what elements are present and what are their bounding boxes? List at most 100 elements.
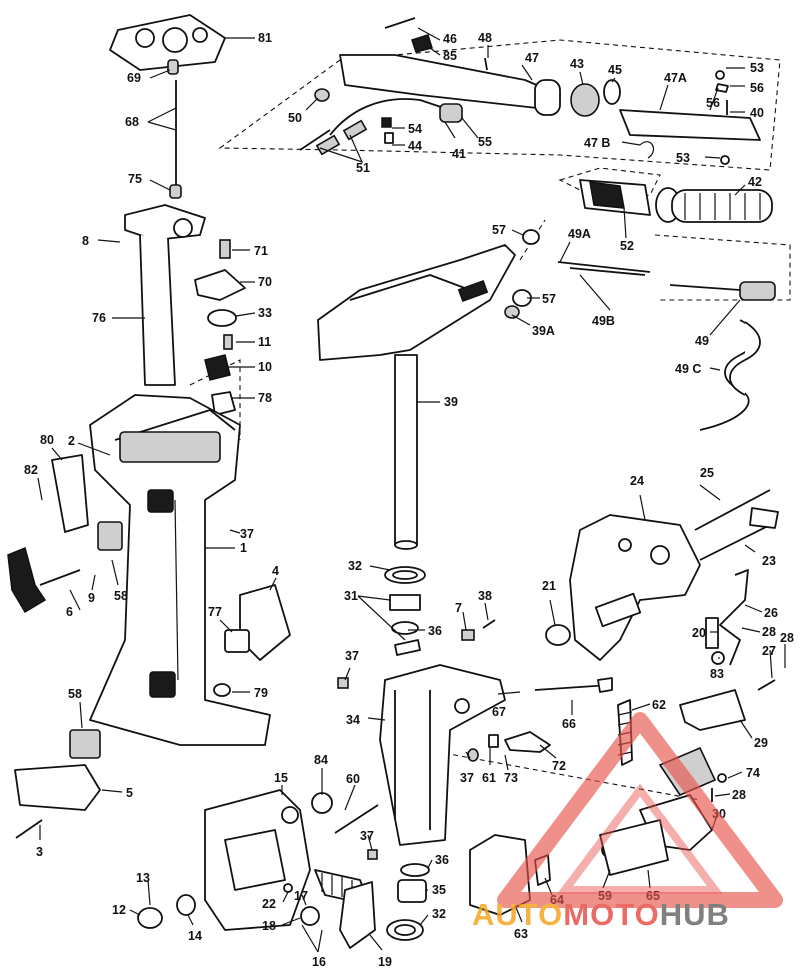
callout-5: 5	[126, 786, 133, 800]
callout-14: 14	[188, 929, 202, 943]
callout-72: 72	[552, 759, 566, 773]
callout-2: 2	[68, 434, 75, 448]
callout-22: 22	[262, 897, 276, 911]
callout-20: 20	[692, 626, 706, 640]
callout-28-a: 28	[762, 625, 776, 639]
callout-13: 13	[136, 871, 150, 885]
callout-9: 9	[88, 591, 95, 605]
callout-11: 11	[258, 335, 271, 349]
callout-39: 39	[444, 395, 458, 409]
callout-50: 50	[288, 111, 302, 125]
callout-63: 63	[514, 927, 528, 941]
callout-31: 31	[344, 589, 358, 603]
watermark-logo: AUTOMOTOHUB	[472, 712, 783, 932]
steering-tube	[394, 354, 418, 550]
callout-53-bottom: 53	[676, 151, 690, 165]
callout-4: 4	[272, 564, 279, 578]
callout-19: 19	[378, 955, 392, 969]
gasket-plate	[109, 14, 226, 71]
callout-49C: 49 C	[675, 362, 701, 376]
callout-69: 69	[127, 71, 141, 85]
callout-81: 81	[258, 31, 272, 45]
callout-54: 54	[408, 122, 422, 136]
leader-lines	[37, 27, 786, 953]
side-covers-left	[7, 454, 123, 839]
callout-12: 12	[112, 903, 126, 917]
callout-15: 15	[274, 771, 288, 785]
callout-37-bracket: 37	[345, 649, 359, 663]
callout-57-lower: 57	[542, 292, 556, 306]
watermark-auto: AUTO	[472, 897, 563, 932]
swivel-bracket-lower	[337, 664, 506, 846]
callout-21: 21	[542, 579, 556, 593]
callout-6: 6	[66, 605, 73, 619]
callout-36-lower: 36	[435, 853, 449, 867]
callout-44: 44	[408, 139, 422, 153]
callout-74: 74	[746, 766, 760, 780]
callout-53-top: 53	[750, 61, 764, 75]
callout-43: 43	[570, 57, 584, 71]
callout-49A: 49A	[568, 227, 591, 241]
callout-33: 33	[258, 306, 272, 320]
svg-text:AUTOMOTOHUB: AUTOMOTOHUB	[472, 897, 730, 932]
stern-bracket-right	[545, 489, 779, 661]
watermark-moto: MOTO	[563, 897, 659, 932]
callout-39A: 39A	[532, 324, 555, 338]
callout-55: 55	[478, 135, 492, 149]
callout-57-top: 57	[492, 223, 506, 237]
callout-17: 17	[294, 889, 308, 903]
small-parts-stack-left	[194, 239, 246, 416]
callout-85: 85	[443, 49, 457, 63]
callout-46: 46	[443, 32, 457, 46]
watermark-hub: HUB	[660, 897, 730, 932]
callout-56-right: 56	[750, 81, 764, 95]
throttle-cable-parts	[299, 88, 463, 156]
callout-56-left: 56	[706, 96, 720, 110]
callout-24: 24	[630, 474, 644, 488]
clamp-bushings-bottom	[386, 863, 430, 941]
callout-67: 67	[492, 705, 506, 719]
steering-handle-assembly	[339, 17, 761, 165]
callout-58-upper: 58	[114, 589, 128, 603]
callout-83: 83	[710, 667, 724, 681]
callout-40: 40	[750, 106, 764, 120]
watermark-inner-triangle-icon	[557, 783, 723, 894]
callout-52: 52	[620, 239, 634, 253]
callout-8: 8	[82, 234, 89, 248]
callout-32-lower: 32	[432, 907, 446, 921]
callout-10: 10	[258, 360, 272, 374]
twist-grip-assembly	[522, 179, 773, 245]
callout-47B: 47 B	[584, 136, 610, 150]
callout-79: 79	[254, 686, 268, 700]
callout-49: 49	[695, 334, 709, 348]
callout-77: 77	[208, 605, 222, 619]
callout-47A: 47A	[664, 71, 687, 85]
callout-34: 34	[346, 713, 360, 727]
callout-29: 29	[754, 736, 768, 750]
callout-68: 68	[125, 115, 139, 129]
callout-27: 27	[762, 644, 776, 658]
driveshaft-housing-main	[89, 394, 271, 746]
callout-37-center: 37	[460, 771, 474, 785]
callout-26: 26	[764, 606, 778, 620]
callout-60: 60	[346, 772, 360, 786]
callout-28-b: 28	[780, 631, 794, 645]
tilt-lever-parts	[504, 677, 613, 753]
callout-76: 76	[92, 311, 106, 325]
callout-3: 3	[36, 845, 43, 859]
callout-42: 42	[748, 175, 762, 189]
callout-78: 78	[258, 391, 272, 405]
callout-23: 23	[762, 554, 776, 568]
callout-16: 16	[312, 955, 326, 969]
callout-45: 45	[608, 63, 622, 77]
exhaust-housing	[124, 204, 206, 386]
callout-82: 82	[24, 463, 38, 477]
callout-62: 62	[652, 698, 666, 712]
callout-66: 66	[562, 717, 576, 731]
callout-47: 47	[525, 51, 539, 65]
callout-1: 1	[240, 541, 247, 555]
bushings-center	[384, 566, 496, 656]
callout-75: 75	[128, 172, 142, 186]
swivel-bracket-top	[317, 244, 532, 361]
mount-parts-mid-left	[213, 584, 291, 697]
